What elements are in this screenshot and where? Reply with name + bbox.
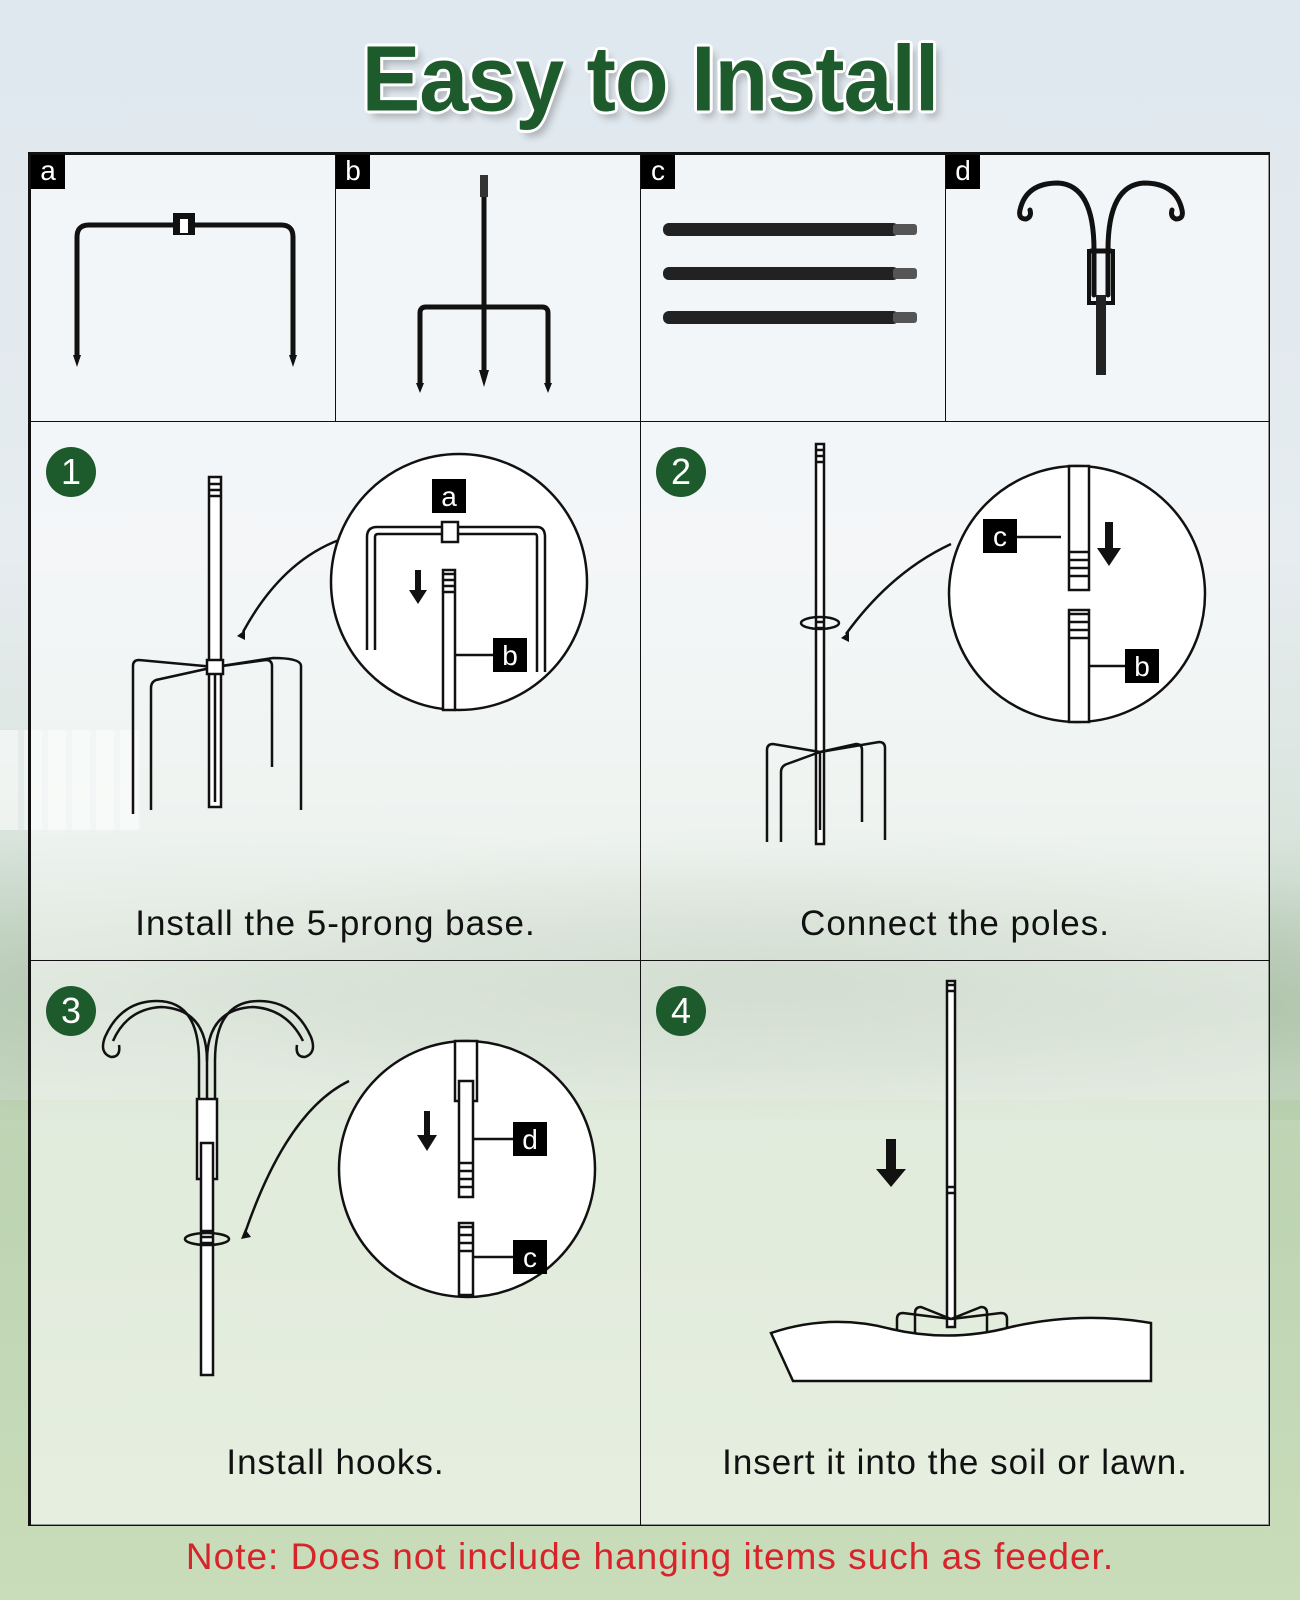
step-number-badge: 1 bbox=[46, 447, 96, 497]
callout-tag-box bbox=[1125, 649, 1159, 683]
step-cell-4: 4 Insert it into the soil or lawn. bbox=[640, 960, 1270, 1526]
step-number-badge: 3 bbox=[46, 986, 96, 1036]
step-number-badge: 4 bbox=[656, 986, 706, 1036]
callout-tag: d bbox=[522, 1124, 538, 1155]
step-cell-2: 2 bbox=[640, 421, 1270, 961]
part-cell-a: a bbox=[30, 154, 336, 422]
callout-tag-box bbox=[432, 479, 466, 513]
step-number-badge: 2 bbox=[656, 447, 706, 497]
part-tag: c bbox=[641, 155, 675, 189]
step-4-diagram bbox=[769, 979, 1153, 1383]
double-hook-icon bbox=[1017, 180, 1185, 375]
page-title: Easy to Install bbox=[361, 26, 940, 131]
callout-tag-box bbox=[513, 1240, 547, 1274]
callout-tag-box bbox=[513, 1122, 547, 1156]
pole-sections-icon bbox=[663, 223, 917, 324]
callout-tag: c bbox=[523, 1242, 537, 1273]
step-cell-3: 3 bbox=[30, 960, 641, 1526]
step-1-diagram: a b bbox=[131, 452, 589, 814]
step-cell-1: 1 bbox=[30, 421, 641, 961]
part-cell-c: c bbox=[640, 154, 946, 422]
step-3-diagram: d c bbox=[101, 999, 597, 1377]
u-stake-icon bbox=[73, 213, 297, 367]
callout-tag: b bbox=[502, 640, 518, 671]
callout-tag-box bbox=[493, 638, 527, 672]
part-cell-d: d bbox=[945, 154, 1270, 422]
step-caption: Install hooks. bbox=[226, 1443, 445, 1482]
part-tag: b bbox=[336, 155, 370, 189]
step-2-diagram: c b bbox=[765, 442, 1207, 846]
instruction-grid: a b c bbox=[28, 152, 1270, 1526]
callout-tag: c bbox=[993, 521, 1007, 552]
part-cell-b: b bbox=[335, 154, 641, 422]
callout-tag: a bbox=[441, 481, 457, 512]
part-tag: d bbox=[946, 155, 980, 189]
three-prong-stake-icon bbox=[416, 175, 552, 393]
step-caption: Insert it into the soil or lawn. bbox=[722, 1443, 1188, 1482]
part-tag: a bbox=[31, 155, 65, 189]
callout-tag-box bbox=[983, 519, 1017, 553]
disclaimer-note: Note: Does not include hanging items suc… bbox=[185, 1536, 1115, 1577]
callout-tag: b bbox=[1134, 651, 1150, 682]
step-caption: Connect the poles. bbox=[800, 904, 1110, 943]
step-caption: Install the 5-prong base. bbox=[135, 904, 536, 943]
